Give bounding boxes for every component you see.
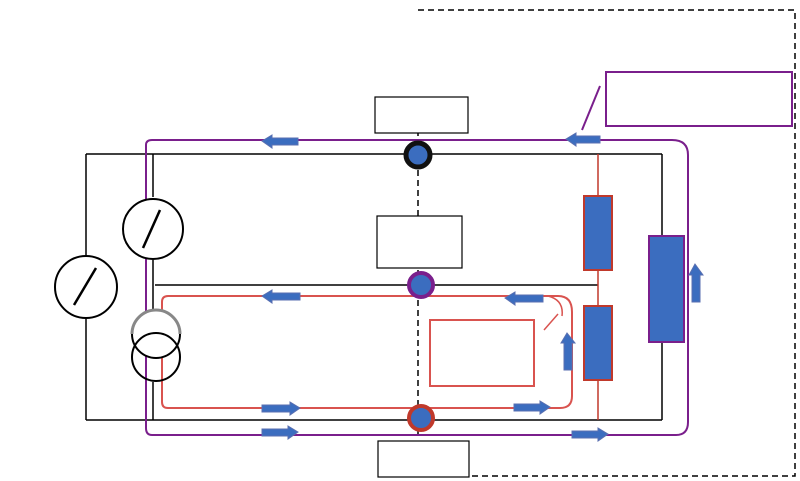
callout-leader bbox=[581, 85, 601, 131]
arrow-up-outer bbox=[688, 263, 704, 303]
inner-red-box bbox=[429, 319, 535, 387]
arrow-left-inner bbox=[504, 291, 544, 306]
callout-box bbox=[605, 71, 793, 127]
arrow-right-inner-bottom-right bbox=[513, 400, 551, 415]
black-wiring bbox=[85, 153, 663, 421]
arrow-up-inner bbox=[560, 332, 577, 371]
node-middle bbox=[407, 271, 435, 299]
resistor-right bbox=[648, 235, 685, 343]
arrow-left-middle bbox=[261, 289, 301, 304]
bottom-label-box bbox=[377, 440, 470, 478]
voltmeter-right-icon bbox=[122, 198, 184, 260]
middle-label-box bbox=[376, 215, 463, 269]
top-label-box bbox=[374, 96, 469, 134]
arrow-right-outer-bottom-left bbox=[261, 425, 299, 440]
outer-current-loop bbox=[145, 139, 689, 436]
inner-loop-branch bbox=[430, 295, 563, 317]
arrow-right-inner-bottom-left bbox=[261, 401, 301, 416]
arrow-left-callout bbox=[565, 132, 601, 147]
inner-current-loop bbox=[161, 295, 573, 409]
resistor-lower bbox=[583, 305, 613, 381]
resistor-upper bbox=[583, 195, 613, 271]
inner-loop-diagonal bbox=[543, 313, 559, 331]
arrow-left-top bbox=[261, 134, 299, 149]
dashed-boundary bbox=[418, 9, 796, 477]
node-top bbox=[403, 140, 433, 170]
current-source-icon bbox=[130, 308, 182, 382]
node-bottom bbox=[407, 404, 435, 432]
arrow-right-outer-bottom-right bbox=[571, 427, 609, 442]
voltmeter-left-icon bbox=[54, 255, 118, 319]
